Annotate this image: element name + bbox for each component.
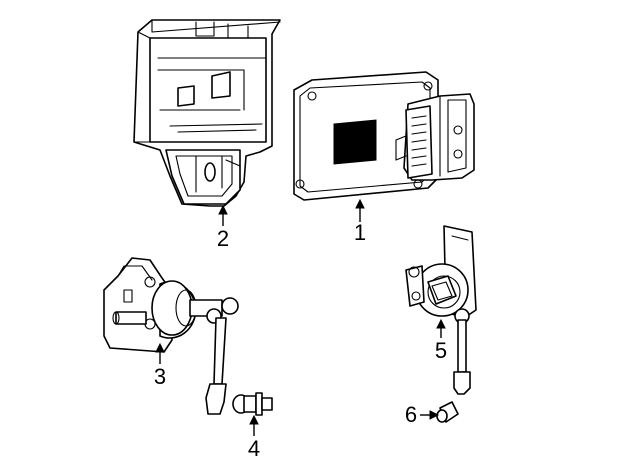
callout-2: 2 <box>216 226 230 251</box>
callout-5: 5 <box>434 338 448 363</box>
leader-line-6 <box>420 410 440 420</box>
callout-6: 6 <box>404 402 418 427</box>
part-1-control-module <box>293 71 475 201</box>
part-3-height-sensor <box>103 257 239 415</box>
leader-line-4 <box>249 414 259 436</box>
leader-line-2 <box>218 204 228 226</box>
part-5-height-sensor <box>405 225 477 395</box>
callout-1: 1 <box>353 220 367 245</box>
callout-3: 3 <box>153 364 167 389</box>
part-4-ball-stud <box>232 392 273 416</box>
part-2-bracket <box>133 19 281 207</box>
part-6-bushing <box>436 401 459 423</box>
leader-line-1 <box>355 198 365 222</box>
leader-line-5 <box>436 318 446 338</box>
callout-4: 4 <box>247 436 261 461</box>
leader-line-3 <box>155 342 165 364</box>
